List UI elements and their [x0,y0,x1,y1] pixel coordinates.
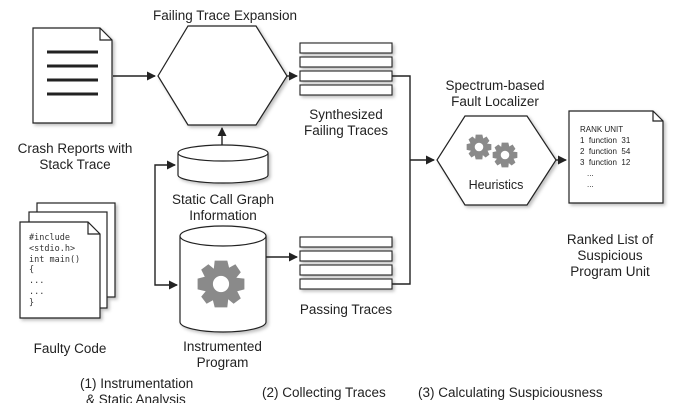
instrumented-program-label: Instrumented Program [183,339,262,370]
code-snippet: #include <stdio.h> int main() { ... ... … [29,233,81,308]
faulty-code-label: Faulty Code [33,341,107,356]
trace-expansion-label: Failing Trace Expansion [152,8,298,23]
trace-expansion-hexagon [157,25,288,126]
stage2-caption: (2) Collecting Traces [262,385,386,400]
ranked-list-document-icon [568,110,664,204]
stage1-caption: (1) Instrumentation & Static Analysis [80,376,194,403]
instrumented-gear-icon [197,260,245,308]
rank-row: 3 function 12 [580,158,631,167]
ranked-list-label: Ranked List of Suspicious Program Unit [566,232,654,279]
passing-traces-stack-icon [299,236,393,290]
connector-arrows [113,71,567,290]
synthesized-traces-stack-icon [299,42,393,96]
synthesized-traces-label: Synthesized Failing Traces [303,107,389,138]
static-call-graph-label: Static Call Graph Information [171,192,275,223]
heuristics-label: Heuristics [468,178,524,192]
rank-table-header: RANK UNIT [580,125,624,134]
fault-localizer-label: Spectrum-based Fault Localizer [445,78,545,109]
crash-report-document-icon [32,27,113,124]
passing-traces-label: Passing Traces [299,302,393,317]
rank-row: 1 function 31 [580,136,631,145]
rank-table: RANK UNIT 1 function 31 2 function 54 3 … [580,125,631,189]
faulty-code-documents-icon [19,202,116,319]
stage3-caption: (3) Calculating Suspiciousness [418,385,603,400]
static-call-graph-cylinder-icon [177,144,269,184]
rank-row: 2 function 54 [580,147,631,156]
crash-reports-label: Crash Reports with Stack Trace [17,141,133,172]
